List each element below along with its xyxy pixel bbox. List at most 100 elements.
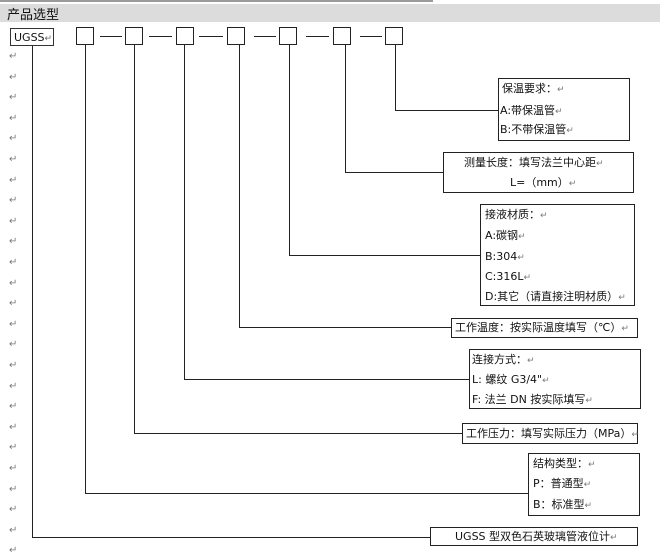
product-name: UGSS 型双色石英玻璃管液位计 <box>455 530 611 543</box>
pressure-box: 工作压力：填写实际压力（MPa）↵ <box>462 423 639 444</box>
paragraph-mark-icon: ↵ <box>9 154 18 165</box>
connector-material-h <box>289 255 480 256</box>
connector-model-h <box>32 537 430 538</box>
paragraph-mark-icon: ↵ <box>9 401 18 412</box>
insulation-option-a: A:带保温管 <box>500 104 556 117</box>
insulation-options-box: 保温要求：↵ A:带保温管↵ B:不带保温管↵ <box>498 78 630 141</box>
paragraph-mark-icon: ↵ <box>9 236 18 247</box>
connector-temperature <box>239 45 240 327</box>
paragraph-mark-icon: ↵ <box>9 360 18 371</box>
paragraph-mark-icon: ↵ <box>9 133 18 144</box>
paragraph-mark-icon: ↵ <box>557 85 565 95</box>
insulation-heading: 保温要求： <box>502 82 557 95</box>
slot-2-pressure[interactable] <box>125 27 143 45</box>
dash-separator <box>199 36 223 37</box>
structure-option-b: B：标准型 <box>533 498 585 511</box>
connector-insulation <box>395 45 396 110</box>
paragraph-mark-icon: ↵ <box>9 72 18 83</box>
paragraph-mark-icon: ↵ <box>9 463 18 474</box>
paragraph-mark-icon: ↵ <box>9 216 18 227</box>
paragraph-mark-icon: ↵ <box>9 484 18 495</box>
connection-option-l: L: 螺纹 G3/4" <box>472 373 543 386</box>
material-option-d: D:其它（请直接注明材质） <box>485 290 619 303</box>
slot-3-connection[interactable] <box>176 27 194 45</box>
length-heading: 测量长度：填写法兰中心距 <box>464 156 596 169</box>
product-name-box: UGSS 型双色石英玻璃管液位计↵ <box>430 527 638 546</box>
material-option-c: C:316L <box>485 270 524 283</box>
paragraph-mark-icon: ↵ <box>542 376 550 386</box>
paragraph-mark-icon: ↵ <box>9 92 18 103</box>
paragraph-mark-icon: ↵ <box>621 324 629 334</box>
paragraph-mark-icon: ↵ <box>568 179 577 189</box>
paragraph-mark-icon: ↵ <box>583 480 592 490</box>
section-title: 产品选型 <box>7 8 60 23</box>
connector-structure-h <box>85 493 528 494</box>
pressure-label: 工作压力：填写实际压力（MPa） <box>466 427 632 440</box>
model-code-box: UGSS↵ <box>10 28 54 46</box>
paragraph-mark-icon: ↵ <box>9 195 18 206</box>
paragraph-mark-icon: ↵ <box>9 278 18 289</box>
connector-material <box>289 45 290 255</box>
insulation-option-b: B:不带保温管 <box>500 123 567 136</box>
dash-separator <box>306 36 329 37</box>
material-options-box: 接液材质：↵ A:碳钢↵ B:304↵ C:316L↵ D:其它（请直接注明材质… <box>480 204 635 306</box>
paragraph-mark-icon: ↵ <box>588 460 596 470</box>
connection-option-f: F: 法兰 DN 按实际填写 <box>472 393 586 406</box>
slot-1-structure[interactable] <box>76 27 94 45</box>
paragraph-mark-icon: ↵ <box>518 232 526 242</box>
top-rule <box>0 0 433 2</box>
material-option-a: A:碳钢 <box>485 229 519 242</box>
paragraph-mark-icon: ↵ <box>540 211 548 221</box>
paragraph-mark-icon: ↵ <box>631 430 639 440</box>
slot-7-insulation[interactable] <box>385 27 403 45</box>
paragraph-mark-icon: ↵ <box>44 34 53 44</box>
connection-options-box: 连接方式：↵ L: 螺纹 G3/4"↵ F: 法兰 DN 按实际填写↵ <box>469 349 641 409</box>
length-unit: L=（mm） <box>510 176 569 189</box>
structure-options-box: 结构类型：↵ P：普通型↵ B：标准型↵ <box>528 453 640 516</box>
dash-separator <box>100 36 122 37</box>
connector-pressure <box>134 45 135 433</box>
connector-length <box>345 45 346 172</box>
paragraph-mark-icon: ↵ <box>9 113 18 124</box>
paragraph-mark-icon: ↵ <box>9 319 18 330</box>
structure-heading: 结构类型： <box>533 457 588 470</box>
paragraph-mark-icon: ↵ <box>585 396 593 406</box>
temperature-box: 工作温度：按实际温度填写（℃）↵ <box>451 318 638 338</box>
paragraph-mark-icon: ↵ <box>523 273 532 283</box>
model-code: UGSS <box>14 31 45 44</box>
connector-pressure-h <box>134 433 462 434</box>
paragraph-mark-icon: ↵ <box>596 159 604 169</box>
paragraph-mark-icon: ↵ <box>9 525 18 536</box>
connector-length-h <box>345 172 443 173</box>
slot-6-length[interactable] <box>333 27 351 45</box>
paragraph-mark-icon: ↵ <box>555 107 563 117</box>
connector-connection <box>184 45 185 379</box>
connector-insulation-h <box>395 110 498 111</box>
paragraph-mark-icon: ↵ <box>566 126 574 136</box>
paragraph-mark-icon: ↵ <box>9 381 18 392</box>
connector-connection-h <box>184 379 469 380</box>
temperature-label: 工作温度：按实际温度填写（℃） <box>455 321 622 334</box>
dash-separator <box>149 36 172 37</box>
material-heading: 接液材质： <box>485 208 540 221</box>
connector-temperature-h <box>239 327 451 328</box>
paragraph-mark-icon: ↵ <box>9 298 18 309</box>
material-option-b: B:304 <box>485 250 518 263</box>
paragraph-mark-icon: ↵ <box>9 545 18 556</box>
length-box: 测量长度：填写法兰中心距↵ L=（mm）↵ <box>443 152 634 193</box>
paragraph-mark-icon: ↵ <box>9 504 18 515</box>
paragraph-mark-icon: ↵ <box>9 175 18 186</box>
paragraph-mark-icon: ↵ <box>9 51 18 62</box>
paragraph-mark-icon: ↵ <box>610 533 618 543</box>
paragraph-mark-icon: ↵ <box>584 501 593 511</box>
dash-separator <box>254 36 276 37</box>
paragraph-mark-icon: ↵ <box>618 293 626 303</box>
connector-model <box>32 46 33 537</box>
slot-4-temperature[interactable] <box>227 27 245 45</box>
structure-option-p: P：普通型 <box>533 477 584 490</box>
connection-heading: 连接方式： <box>472 353 527 366</box>
paragraph-mark-icon: ↵ <box>9 339 18 350</box>
paragraph-mark-icon: ↵ <box>9 422 18 433</box>
paragraph-mark-icon: ↵ <box>517 253 525 263</box>
slot-5-material[interactable] <box>279 27 297 45</box>
